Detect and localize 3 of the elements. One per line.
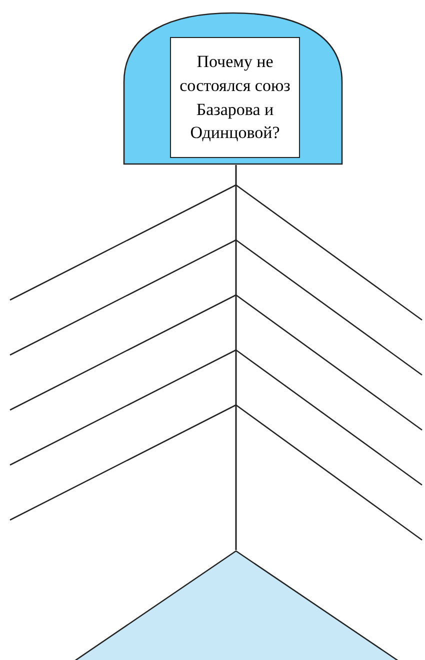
head-dome bbox=[123, 12, 343, 165]
spine-line bbox=[235, 165, 237, 550]
question-box: Почему не состоялся союз Базарова и Одинцовой? bbox=[170, 37, 300, 158]
